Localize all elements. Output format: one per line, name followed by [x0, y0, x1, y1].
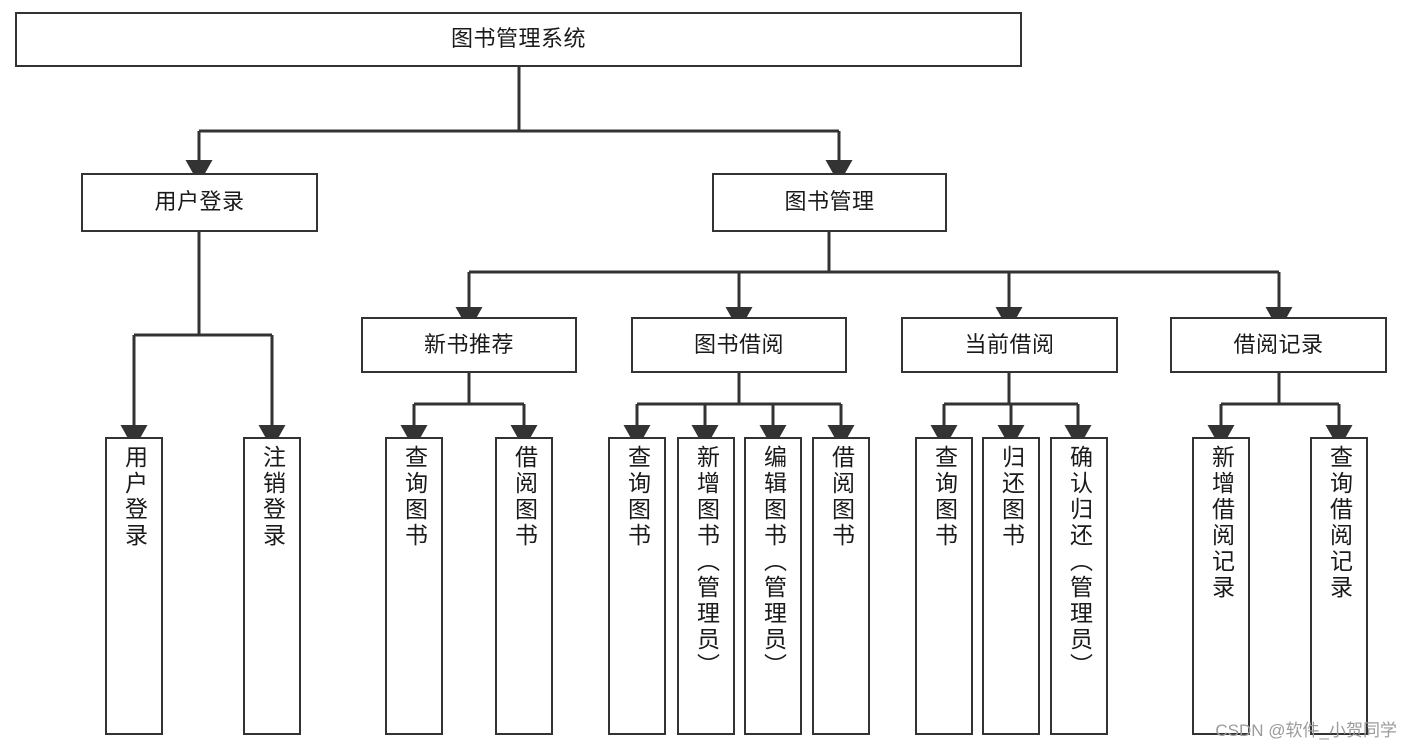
node-borrow-record[interactable]: 借阅记录: [1170, 317, 1387, 373]
node-book-borrow[interactable]: 图书借阅: [631, 317, 847, 373]
node-label: 新书推荐: [423, 331, 514, 357]
node-label: 图书管理系统: [450, 26, 586, 52]
node-label: 当前借阅: [964, 331, 1055, 357]
leaf-record-add-record[interactable]: 新增借阅记录: [1192, 437, 1250, 735]
node-label: 查询图书: [931, 445, 958, 549]
node-label: 确认归还（管理员）: [1066, 445, 1093, 679]
leaf-current-query-book[interactable]: 查询图书: [915, 437, 973, 735]
node-label: 归还图书: [998, 445, 1025, 549]
node-label: 新增借阅记录: [1208, 445, 1235, 601]
leaf-borrow-edit-book-admin[interactable]: 编辑图书（管理员）: [744, 437, 802, 735]
node-label: 借阅图书: [511, 445, 538, 549]
node-current-borrow[interactable]: 当前借阅: [901, 317, 1118, 373]
node-label: 借阅记录: [1233, 331, 1324, 357]
node-label: 借阅图书: [828, 445, 855, 549]
node-label: 图书借阅: [693, 331, 784, 357]
leaf-user-login[interactable]: 用户登录: [105, 437, 163, 735]
node-new-book-recommend[interactable]: 新书推荐: [361, 317, 577, 373]
node-label: 查询借阅记录: [1326, 445, 1353, 601]
node-book-management[interactable]: 图书管理: [712, 173, 947, 232]
csdn-watermark: CSDN @软件_小贺同学: [1215, 721, 1397, 740]
node-label: 注销登录: [259, 445, 286, 549]
node-label: 查询图书: [401, 445, 428, 549]
leaf-recommend-query-book[interactable]: 查询图书: [385, 437, 443, 735]
leaf-current-return-book[interactable]: 归还图书: [982, 437, 1040, 735]
leaf-borrow-query-book[interactable]: 查询图书: [608, 437, 666, 735]
node-label: 查询图书: [624, 445, 651, 549]
leaf-user-logout[interactable]: 注销登录: [243, 437, 301, 735]
node-label: 图书管理: [784, 189, 875, 215]
node-label: 用户登录: [121, 445, 148, 549]
node-root-system[interactable]: 图书管理系统: [15, 12, 1022, 67]
leaf-borrow-add-book-admin[interactable]: 新增图书（管理员）: [677, 437, 735, 735]
node-user-login[interactable]: 用户登录: [81, 173, 318, 232]
leaf-recommend-borrow-book[interactable]: 借阅图书: [495, 437, 553, 735]
node-label: 编辑图书（管理员）: [760, 445, 787, 679]
node-label: 新增图书（管理员）: [693, 445, 720, 679]
node-label: 用户登录: [154, 189, 245, 215]
leaf-current-confirm-return-admin[interactable]: 确认归还（管理员）: [1050, 437, 1108, 735]
leaf-borrow-borrow-book[interactable]: 借阅图书: [812, 437, 870, 735]
leaf-record-query-record[interactable]: 查询借阅记录: [1310, 437, 1368, 735]
